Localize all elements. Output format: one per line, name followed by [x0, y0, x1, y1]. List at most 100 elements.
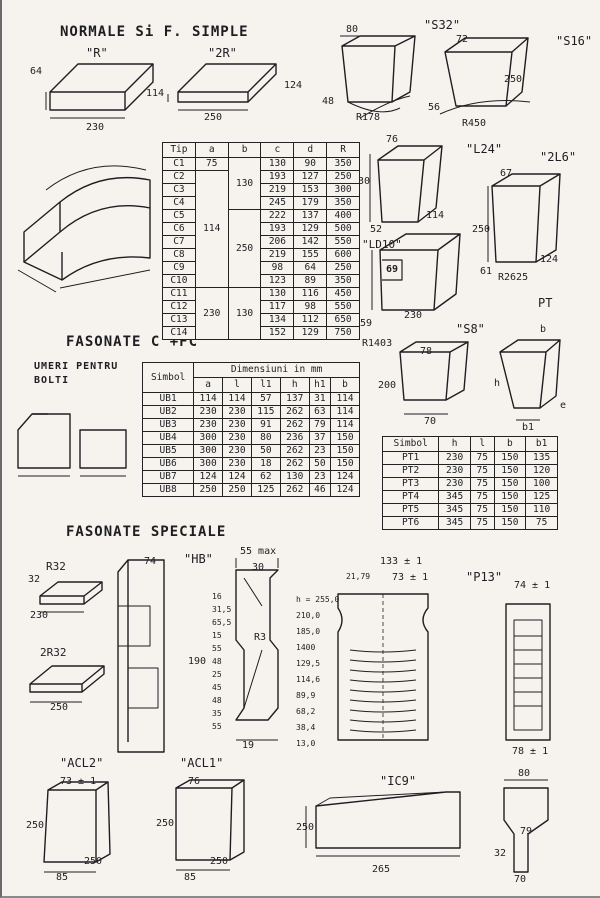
- table-cell: 262: [279, 457, 310, 471]
- brick-acl1-drawing: [175, 779, 245, 871]
- table-cell: 150: [493, 503, 527, 517]
- table-cell: 75: [469, 503, 495, 517]
- dim-hb-55max: 55 max: [240, 546, 277, 557]
- table-cell: 750: [326, 326, 360, 340]
- table-cell: 222: [260, 209, 295, 223]
- dim-p13-78: 78 ± 1: [512, 746, 549, 757]
- label-hb: "HB": [184, 552, 213, 566]
- table-cell: 350: [326, 274, 360, 288]
- heading-speciale: FASONATE SPECIALE: [66, 524, 227, 540]
- dim-l24-width: 114: [426, 210, 445, 221]
- table-cell: PT5: [381, 503, 440, 517]
- table-cell: C12: [162, 300, 196, 314]
- hb-dim-item: 16: [212, 592, 222, 601]
- p13-scale-item: 114,6: [296, 675, 321, 684]
- table-cell: 114: [194, 170, 229, 288]
- table-cell: 129: [293, 326, 328, 340]
- table-cell: 115: [250, 405, 281, 419]
- table-cell: 350: [326, 196, 360, 210]
- table-cell: 650: [326, 313, 360, 327]
- table-cell: C1: [162, 157, 196, 171]
- dim-s32-bottom: 48: [322, 96, 335, 107]
- table-cell: 550: [326, 235, 360, 249]
- table-row: C8 219 155 600: [162, 248, 360, 262]
- table-cell: PT2: [381, 464, 440, 478]
- table-cell: 262: [279, 405, 310, 419]
- dim-s16-radius: R450: [462, 118, 487, 129]
- table-cell: 100: [525, 477, 558, 491]
- dim-l24-height: 230: [352, 176, 371, 187]
- table-cell: 250: [227, 209, 262, 288]
- table-cell: PT4: [381, 490, 440, 504]
- table-cell: C3: [162, 183, 196, 197]
- table-cell: 193: [260, 222, 295, 236]
- label-p13: "P13": [466, 570, 503, 584]
- dim-s16-length: 250: [504, 74, 523, 85]
- table-cell: 230: [222, 431, 252, 445]
- brick-c-drawing: [17, 165, 151, 293]
- dim-pt-e: e: [560, 400, 567, 411]
- hb-dim-item: 55: [212, 644, 222, 653]
- table-cell: UB8: [141, 483, 195, 497]
- p13-scale: h = 255,0 210,0 185,0 1400 129,5 114,6 8…: [296, 592, 339, 752]
- brick-l24-drawing: [369, 145, 443, 223]
- table-cell: 75: [469, 477, 495, 491]
- dim-ld10-radius: R1403: [362, 338, 393, 349]
- table-cell: C11: [162, 287, 196, 301]
- table-cell: 125: [525, 490, 558, 504]
- label-acl1: "ACL1": [180, 756, 224, 770]
- label-l24: "L24": [466, 142, 503, 156]
- dim-ic9-80: 80: [518, 768, 531, 779]
- dim-acl1-top: 76: [188, 776, 201, 787]
- table-cell: 230: [193, 418, 224, 432]
- table-cell: 79: [308, 418, 332, 432]
- table-ub-title-row: Simbol Dimensiuni in mm: [141, 362, 360, 393]
- table-cell: 137: [279, 392, 310, 406]
- table-c-head: a: [194, 142, 229, 158]
- table-cell: C9: [162, 261, 196, 275]
- table-cell: 75: [469, 516, 495, 530]
- table-cell: 230: [438, 464, 471, 478]
- table-row: C11 230 130 130 116 450: [162, 287, 360, 340]
- table-ub: Simbol Dimensiuni in mm a l l1 h h1 b UB…: [141, 362, 360, 497]
- dim-2l6-height: 250: [472, 224, 491, 235]
- p13-scale-item: 185,0: [296, 627, 321, 636]
- dim-ld10-bottom: 59: [360, 318, 373, 329]
- brick-2l6-drawing: [487, 173, 561, 263]
- dim-p13-2179: 21,79: [346, 572, 371, 581]
- hb-dim-item: 55: [212, 722, 222, 731]
- table-cell: PT1: [381, 451, 440, 465]
- table-pt-head: b: [493, 436, 527, 452]
- dim-r32-length: 230: [30, 610, 49, 621]
- dim-s32-radius: R178: [356, 112, 381, 123]
- hb-dim-item: 35: [212, 709, 222, 718]
- table-cell: 114: [330, 418, 360, 432]
- table-cell: C10: [162, 274, 196, 288]
- table-cell: UB3: [141, 418, 195, 432]
- table-cell: 230: [193, 405, 224, 419]
- table-cell: C4: [162, 196, 196, 210]
- brick-pt-drawing: [499, 339, 561, 421]
- table-cell: 18: [250, 457, 281, 471]
- table-cell: 130: [260, 287, 295, 301]
- table-cell: 23: [308, 444, 332, 458]
- table-cell: 230: [438, 477, 471, 491]
- table-row: C14 152 129 750: [162, 326, 360, 340]
- table-cell: UB2: [141, 405, 195, 419]
- dim-acl2-top: 73 ± 1: [60, 776, 97, 787]
- dim-ic9-length: 265: [372, 864, 391, 875]
- table-cell: 250: [326, 170, 360, 184]
- table-cell: 75: [469, 464, 495, 478]
- table-cell: 127: [293, 170, 328, 184]
- table-cell: 230: [222, 405, 252, 419]
- table-cell: 116: [293, 287, 328, 301]
- table-ub-head: h: [279, 377, 310, 393]
- table-cell: UB6: [141, 457, 195, 471]
